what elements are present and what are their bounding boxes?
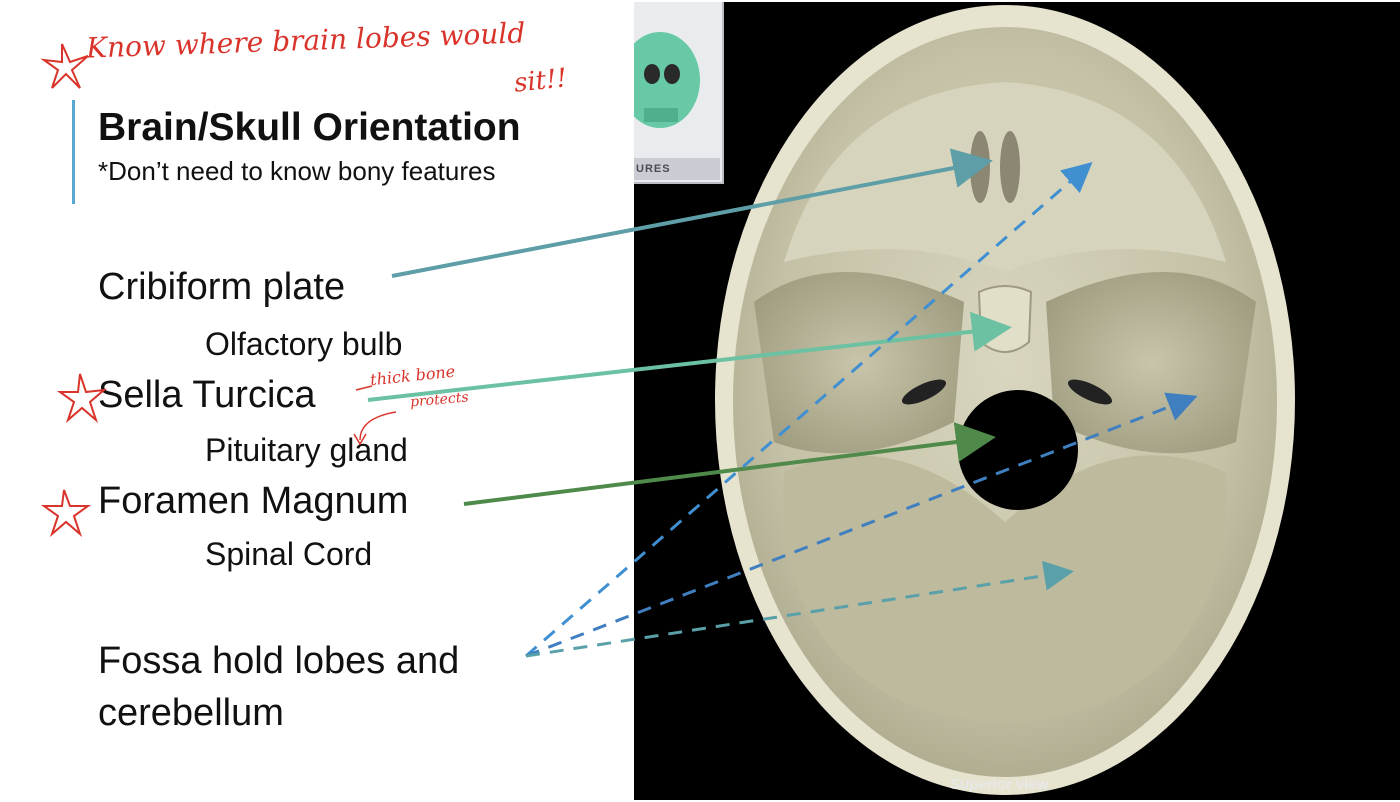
- middle-fossa-right: [1046, 272, 1256, 454]
- image-caption: Superior view: [950, 776, 1049, 793]
- sub-olfactory-bulb: Olfactory bulb: [205, 326, 403, 362]
- handwritten-note-sit: sit!!: [512, 63, 569, 99]
- handwritten-protects: protects: [409, 389, 470, 411]
- item-fossa-line2: cerebellum: [98, 692, 284, 734]
- sub-pituitary-gland: Pituitary gland: [205, 432, 408, 468]
- slide-text-panel: Brain/Skull Orientation *Don’t need to k…: [0, 0, 634, 802]
- cribriform-right: [1000, 131, 1020, 203]
- middle-fossa-left: [754, 272, 964, 454]
- item-fossa-line1: Fossa hold lobes and: [98, 640, 460, 682]
- handwritten-note: Know where brain lobes would: [85, 16, 526, 65]
- slide-subtitle: *Don’t need to know bony features: [98, 156, 496, 186]
- skull-image-panel: URES Superior view: [634, 2, 1400, 800]
- cribriform-left: [970, 131, 990, 203]
- slide-title: Brain/Skull Orientation: [98, 106, 521, 149]
- thumbnail-label: URES: [634, 158, 720, 180]
- handwritten-thick-bone: thick bone: [369, 361, 457, 390]
- item-sella-turcica: Sella Turcica: [98, 374, 316, 416]
- title-accent-bar: [72, 100, 75, 204]
- foramen-magnum-shape: [958, 390, 1078, 510]
- skull-thumbnail[interactable]: URES: [634, 2, 724, 184]
- sella-turcica-shape: [977, 285, 1033, 353]
- skull-thumbnail-icon: [634, 32, 700, 128]
- item-cribiform-plate: Cribiform plate: [98, 266, 346, 308]
- item-foramen-magnum: Foramen Magnum: [98, 480, 409, 522]
- sub-spinal-cord: Spinal Cord: [205, 536, 373, 572]
- skull-base-illustration: [715, 5, 1295, 795]
